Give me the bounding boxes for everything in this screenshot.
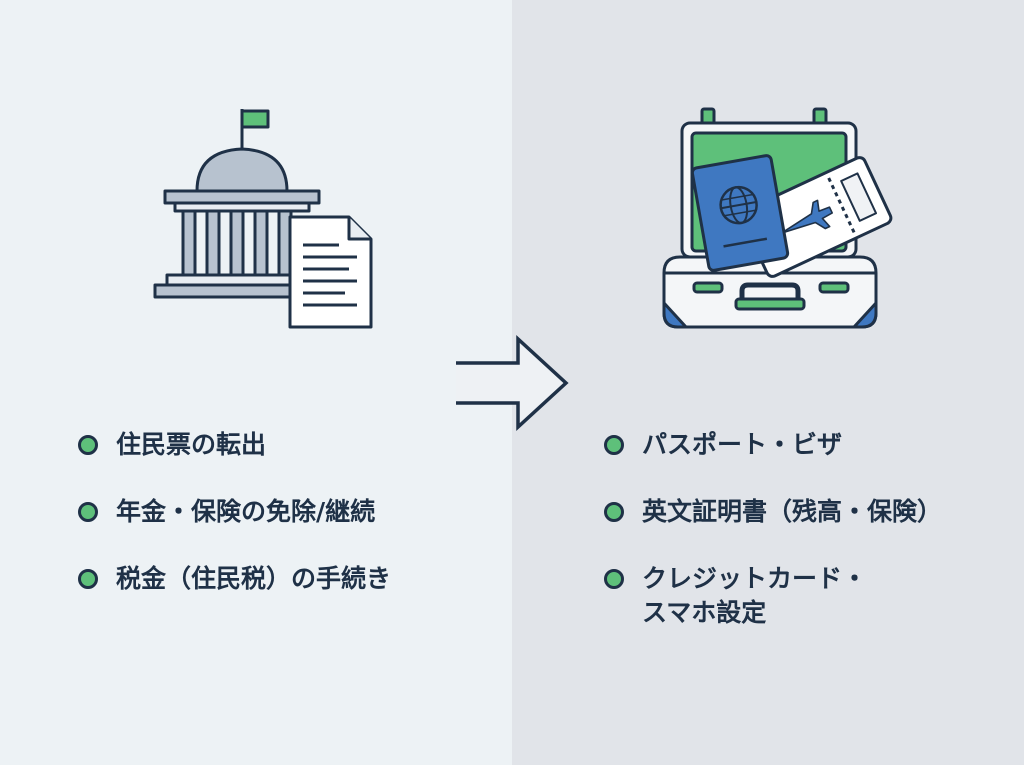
list-item-label: 英文証明書（残高・保険） — [642, 497, 943, 526]
bullet-dot-icon — [78, 569, 98, 589]
list-item: パスポート・ビザ — [604, 428, 942, 462]
bullet-dot-icon — [604, 502, 624, 522]
list-item-label: 住民票の転出 — [116, 430, 267, 459]
bullet-dot-icon — [78, 502, 98, 522]
government-building-icon — [153, 109, 373, 329]
list-item: 住民票の転出 — [78, 428, 391, 462]
bullet-dot-icon — [604, 569, 624, 589]
list-item-label-line2: スマホ設定 — [642, 598, 767, 627]
list-item: 英文証明書（残高・保険） — [604, 495, 942, 529]
bullet-dot-icon — [604, 435, 624, 455]
list-item-label-line1: クレジットカード・ — [642, 564, 868, 593]
list-item-label: 年金・保険の免除/継続 — [116, 497, 376, 526]
list-item: クレジットカード・ スマホ設定 — [604, 562, 942, 630]
arrow-right-icon — [456, 335, 569, 431]
bullet-dot-icon — [78, 435, 98, 455]
list-item-label: パスポート・ビザ — [642, 430, 843, 459]
travel-preparation-list: パスポート・ビザ 英文証明書（残高・保険） クレジットカード・ スマホ設定 — [604, 428, 942, 663]
list-item: 年金・保険の免除/継続 — [78, 495, 391, 529]
departure-procedures-list: 住民票の転出 年金・保険の免除/継続 税金（住民税）の手続き — [78, 428, 391, 629]
list-item: 税金（住民税）の手続き — [78, 562, 391, 596]
document-icon — [288, 215, 373, 329]
passport-icon — [690, 154, 790, 272]
list-item-label: 税金（住民税）の手続き — [116, 564, 392, 593]
suitcase-icon — [662, 107, 893, 329]
